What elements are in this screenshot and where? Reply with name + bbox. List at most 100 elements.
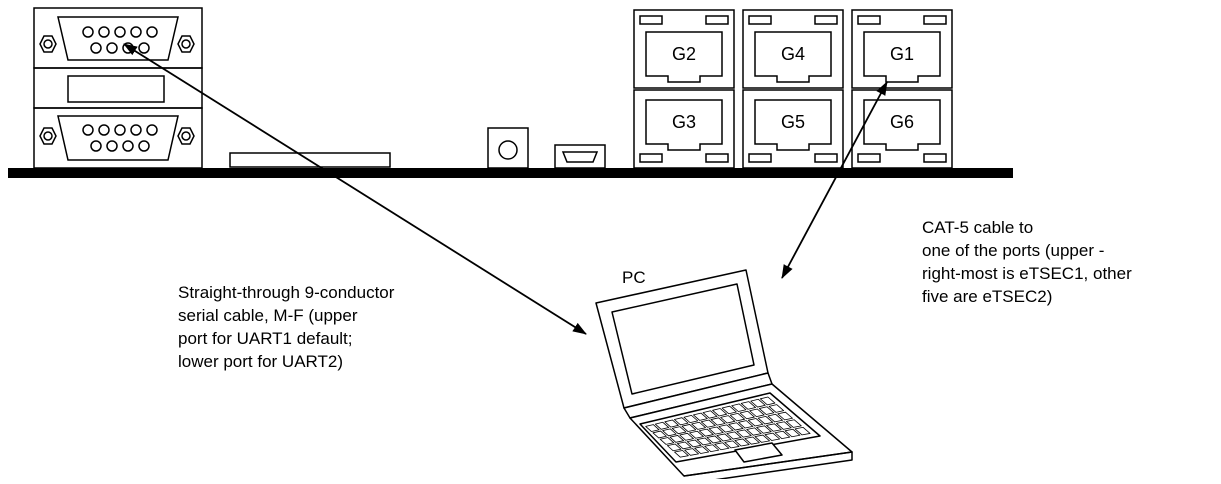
keyboard-key [750,398,766,408]
keyboard-key [645,424,660,432]
screw-icon [39,127,57,145]
serial-port-uart1 [39,16,195,61]
keyboard-key [681,424,697,432]
keyboard-key [684,448,699,456]
keyboard-key [744,436,760,445]
port-label: G2 [672,44,696,64]
ethernet-port-g1: G1 [851,9,953,89]
keyboard-key [689,430,704,439]
ethernet-port-g6: G6 [851,89,953,169]
serial-cable-caption: Straight-through 9-conductor serial cabl… [178,283,395,371]
keyboard-key [757,416,774,425]
keyboard-key [754,434,770,443]
keyboard-key [759,396,776,406]
keyboard-key [784,428,801,438]
ethernet-port-g2: G2 [633,9,735,89]
ethernet-port-g5: G5 [742,89,844,169]
screw-icon [177,35,195,53]
serial-connector-stack [33,7,203,169]
ethernet-cable-arrow [781,81,888,279]
keyboard-key [724,440,740,449]
keyboard-key [708,426,724,435]
keyboard-key [739,410,755,420]
keyboard-key [776,421,792,430]
keyboard-key [758,406,775,415]
svg-text:five are eTSEC2): five are eTSEC2) [922,287,1052,306]
power-jack [487,127,529,169]
port-label: G6 [890,112,914,132]
keyboard-key [673,417,689,426]
keyboard-key [676,441,692,450]
keyboard-key [794,426,811,436]
keyboard-key [734,438,750,447]
svg-text:lower port for UART2): lower port for UART2) [178,352,343,371]
keyboard-key [659,437,675,445]
port-label: G4 [781,44,805,64]
keyboard-key [738,420,754,429]
laptop-icon [595,269,853,484]
port-label: G5 [781,112,805,132]
keyboard-key [691,421,706,430]
keyboard-key [721,405,737,415]
keyboard-key [747,418,764,427]
keyboard-key [702,410,718,419]
pc-label: PC [622,268,646,287]
keyboard-key [749,408,765,418]
keyboard-key [728,422,744,431]
keyboard-key [694,446,710,454]
keyboard-key [693,412,708,421]
keyboard-key [669,435,685,443]
keyboard-key [700,419,716,428]
screw-icon [177,127,195,145]
keyboard-key [766,423,782,432]
keyboard-key [746,427,762,436]
keyboard-key [729,413,746,422]
keyboard-key [774,430,791,440]
serial-port-uart2 [39,115,195,161]
keyboard-key [674,450,689,458]
keyboard-key [654,421,670,430]
keyboard-key [731,403,747,412]
keyboard-key [726,431,742,440]
keyboard-key [777,411,793,421]
keyboard-key [679,432,694,441]
svg-text:one of the ports (upper -: one of the ports (upper - [922,241,1104,260]
ethernet-port-g4: G4 [742,9,844,89]
keyboard-key [664,419,679,428]
keyboard-key [671,426,687,435]
keyboard-key [696,437,712,446]
port-label: G1 [890,44,914,64]
serial-cable-arrow [123,43,587,335]
keyboard-key [652,430,667,439]
keyboard-key [686,439,702,448]
svg-text:right-most is eTSEC1, other: right-most is eTSEC1, other [922,264,1132,283]
keyboard-key [712,408,728,417]
keyboard-key [710,417,726,426]
keyboard-key [714,442,730,451]
usb-port [554,144,606,169]
keyboard-key [768,404,785,413]
keyboard-key [736,429,752,438]
keyboard-key [666,443,682,452]
svg-text:serial cable, M-F (upper: serial cable, M-F (upper [178,306,358,325]
svg-text:CAT-5 cable to: CAT-5 cable to [922,218,1033,237]
ethernet-cable-caption: CAT-5 cable to one of the ports (upper -… [922,218,1132,306]
keyboard-key [767,413,783,423]
keyboard-key [720,415,736,424]
keyboard-key [756,425,772,434]
board-edge [8,168,1013,178]
screw-icon [39,35,57,53]
keyboard-key [698,428,714,437]
keyboard-key [704,444,720,453]
keyboard-key [706,435,722,444]
keyboard-key [716,433,732,442]
svg-text:Straight-through 9-conductor: Straight-through 9-conductor [178,283,395,302]
svg-text:port for UART1 default;: port for UART1 default; [178,329,353,348]
keyboard-key [683,414,699,424]
port-label: G3 [672,112,696,132]
keyboard-key [785,419,802,428]
keyboard-key [740,401,757,410]
keyboard-key [718,424,734,433]
